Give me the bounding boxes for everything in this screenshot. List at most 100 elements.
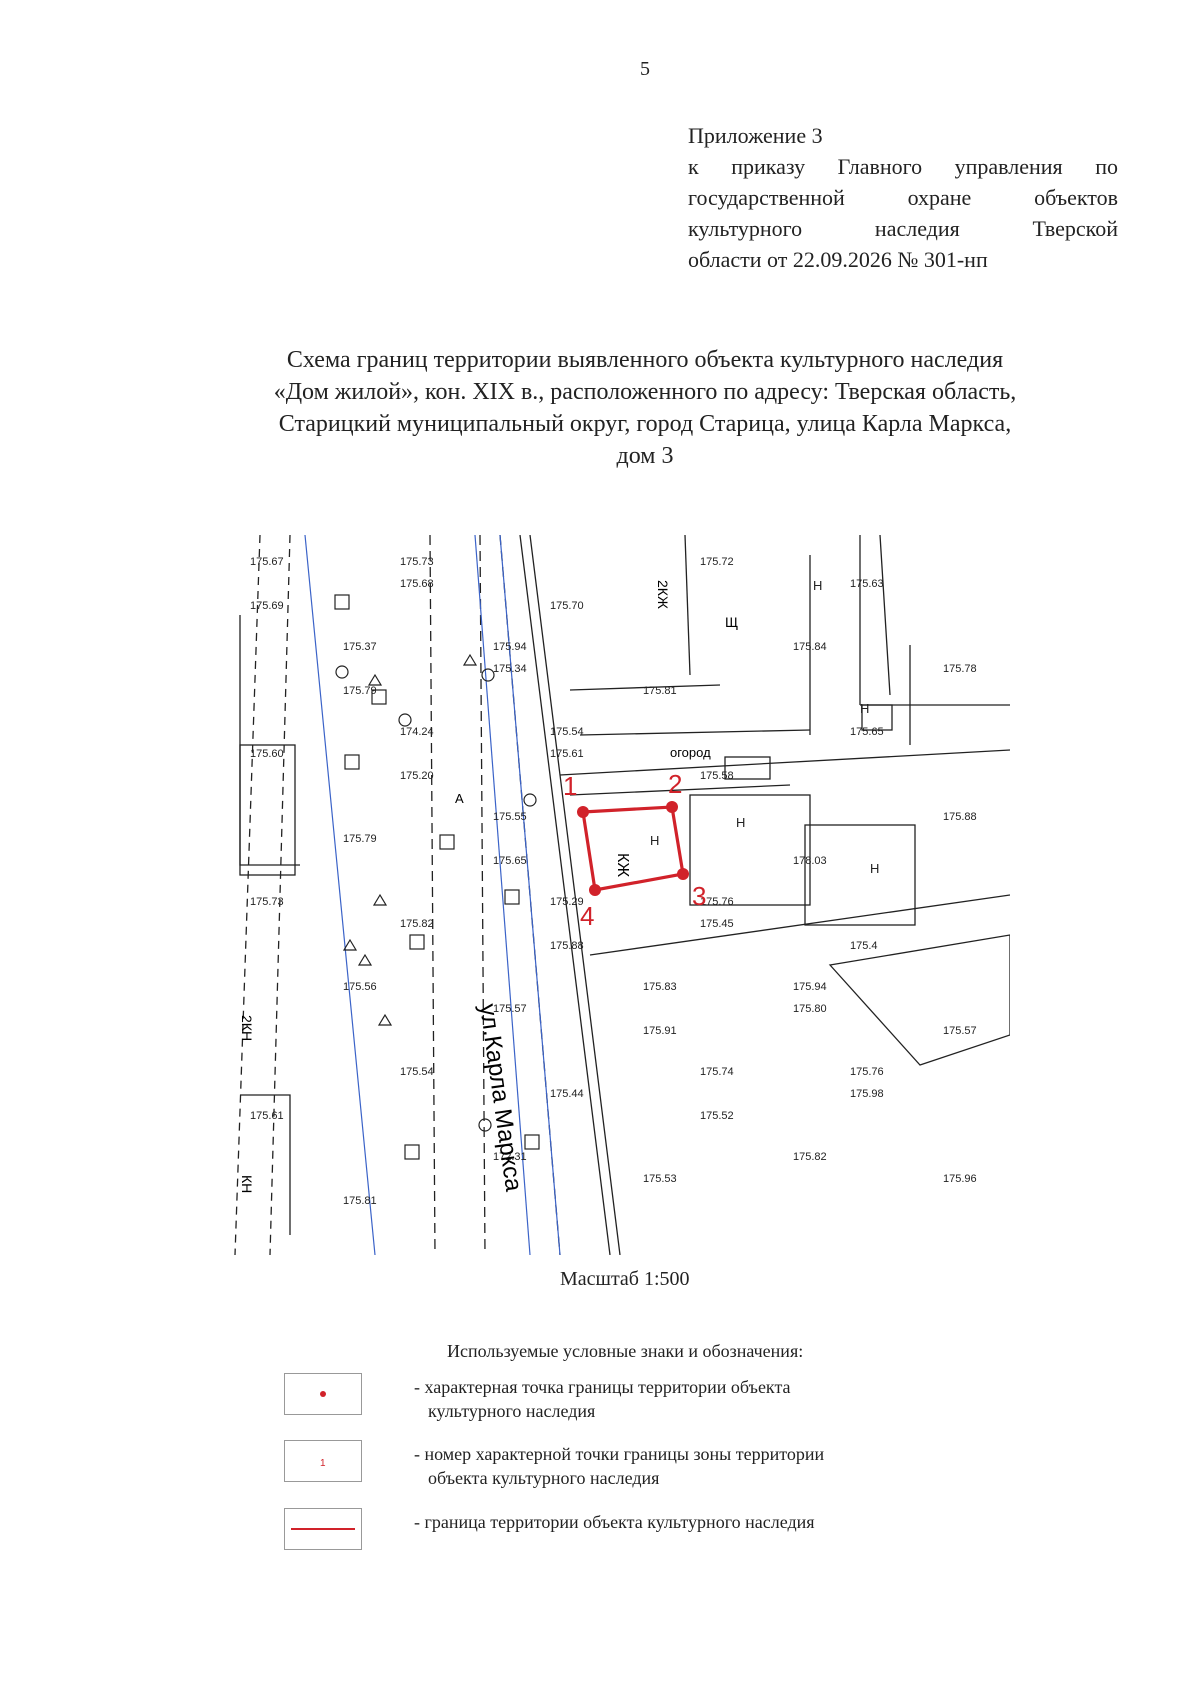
elevation-label: 175.94	[493, 641, 527, 653]
boundary-points: 1 2 3 4	[563, 769, 706, 931]
kzh2-label: 2КЖ	[655, 580, 671, 609]
page-number: 5	[640, 58, 650, 80]
map-symbols	[334, 594, 540, 1160]
elevation-label: 175.88	[943, 811, 977, 823]
point-number-icon: 1	[320, 1458, 326, 1469]
elevation-label: 175.91	[643, 1025, 677, 1037]
title-line: Старицкий муниципальный округ, город Ста…	[278, 411, 1012, 437]
legend-line: - характерная точка границы территории о…	[414, 1377, 791, 1397]
legend-text: - граница территории объекта культурного…	[414, 1510, 1054, 1534]
elevation-label: 175.20	[400, 770, 434, 782]
elevation-label: 175.29	[550, 896, 584, 908]
elevation-label: 175.45	[700, 918, 734, 930]
elevation-label: 175.84	[793, 641, 827, 653]
kn2-label: 2КН	[239, 1015, 255, 1041]
point-marker-icon	[320, 1391, 326, 1397]
elevation-label: 175.44	[550, 1088, 584, 1100]
document-title: Схема границ территории выявленного объе…	[150, 344, 1140, 472]
appendix-block: Приложение 3 к приказу Главного управлен…	[688, 120, 1118, 275]
elevation-label: 175.76	[700, 896, 734, 908]
elevation-label: 175.83	[643, 981, 677, 993]
house-mark: Н	[813, 578, 822, 593]
elevation-label: 175.34	[493, 663, 527, 675]
elevation-label: 175.55	[493, 811, 527, 823]
elevation-label: 175.79	[343, 833, 377, 845]
elevation-label: 175.37	[343, 641, 377, 653]
legend-item-boundary-line: - граница территории объекта культурного…	[284, 1508, 1084, 1568]
elevation-label: 175.63	[850, 578, 884, 590]
elevation-label: 175.60	[250, 748, 284, 760]
elevation-label: 175.69	[250, 600, 284, 612]
legend-line: культурного наследия	[428, 1401, 596, 1421]
house-mark: Н	[650, 833, 659, 848]
boundary-scheme-map: 175.67 175.68 175.70 175.72 175.63 175.69 175.…	[230, 535, 1010, 1255]
elevation-label: 175.65	[850, 726, 884, 738]
legend-heading: Используемые условные знаки и обозначени…	[447, 1341, 804, 1361]
boundary-point-number: 1	[563, 771, 577, 801]
elevation-label: 175.79	[343, 685, 377, 697]
legend-line: объекта культурного наследия	[428, 1468, 660, 1488]
legend-sample-number: 1	[284, 1440, 362, 1482]
elevation-label: 175.88	[550, 940, 584, 952]
elevation-label: 175.98	[850, 1088, 884, 1100]
elevation-label: 175.78	[943, 663, 977, 675]
legend-sample-point	[284, 1373, 362, 1415]
boundary-polygon	[581, 805, 685, 892]
elevation-label: 175.68	[400, 578, 434, 590]
elevation-label: 175.82	[400, 918, 434, 930]
boundary-point-marker	[577, 806, 589, 818]
ogorod-label: огород	[670, 745, 711, 760]
elevation-label: 175.70	[550, 600, 584, 612]
boundary-point-number: 2	[668, 769, 682, 799]
elevation-label: 175.96	[943, 1173, 977, 1185]
kn-label: КН	[239, 1175, 255, 1193]
elevation-label: 175.65	[493, 855, 527, 867]
elevation-label: 175.82	[793, 1151, 827, 1163]
legend-sample-line	[284, 1508, 362, 1550]
legend-line: - номер характерной точки границы зоны т…	[414, 1444, 825, 1464]
street-label: ул.Карла Маркса	[474, 1002, 527, 1194]
elevation-label: 175.80	[793, 1003, 827, 1015]
building-label: КЖ	[614, 853, 631, 877]
boundary-point-marker	[677, 868, 689, 880]
title-line: дом 3	[616, 443, 674, 469]
elevation-label: 175.81	[643, 685, 677, 697]
elevation-label: 175.94	[793, 981, 827, 993]
elevation-label: 175.61	[250, 1110, 284, 1122]
elevation-label: 175.58	[700, 770, 734, 782]
title-line: «Дом жилой», кон. XIX в., расположенного…	[273, 379, 1017, 405]
elevation-label: 175.53	[643, 1173, 677, 1185]
legend-text: - номер характерной точки границы зоны т…	[414, 1442, 1054, 1490]
appendix-line: государственной охране объектов	[688, 185, 1118, 210]
map-drawing: 175.67 175.68 175.70 175.72 175.63 175.69 175.…	[234, 535, 1010, 1255]
boundary-point-number: 4	[580, 901, 594, 931]
map-text: 175.67 175.68 175.70 175.72 175.63 175.69 175.…	[250, 556, 977, 1207]
elevation-label: 175.57	[943, 1025, 977, 1037]
elevation-label: 175.67	[250, 556, 284, 568]
elevation-label: 175.54	[550, 726, 584, 738]
elevation-label: 175.4	[850, 940, 878, 952]
elevation-label: 175.61	[550, 748, 584, 760]
elevation-label: 175.56	[343, 981, 377, 993]
elevation-label: 175.73	[400, 556, 434, 568]
elevation-label: 175.76	[850, 1066, 884, 1078]
elevation-label: 175.52	[700, 1110, 734, 1122]
elevation-label: 175.73	[250, 896, 284, 908]
boundary-point-marker	[589, 884, 601, 896]
elevation-label: 175.72	[700, 556, 734, 568]
legend-text: - характерная точка границы территории о…	[414, 1375, 1054, 1423]
elevation-label: 175.57	[493, 1003, 527, 1015]
boundary-point-number: 3	[692, 881, 706, 911]
elevation-label: 175.54	[400, 1066, 434, 1078]
appendix-line: к приказу Главного управления по	[688, 154, 1118, 179]
elevation-label: 175.81	[343, 1195, 377, 1207]
appendix-line: области от 22.09.2026 № 301-нп	[688, 247, 988, 272]
elevation-label: 178.03	[793, 855, 827, 867]
title-line: Схема границ территории выявленного объе…	[286, 347, 1004, 373]
elevation-label: 175.74	[700, 1066, 734, 1078]
house-mark: Н	[736, 815, 745, 830]
elevation-label: 172.31	[493, 1151, 527, 1163]
survey-lines	[304, 535, 561, 1255]
house-mark: Н	[870, 861, 879, 876]
